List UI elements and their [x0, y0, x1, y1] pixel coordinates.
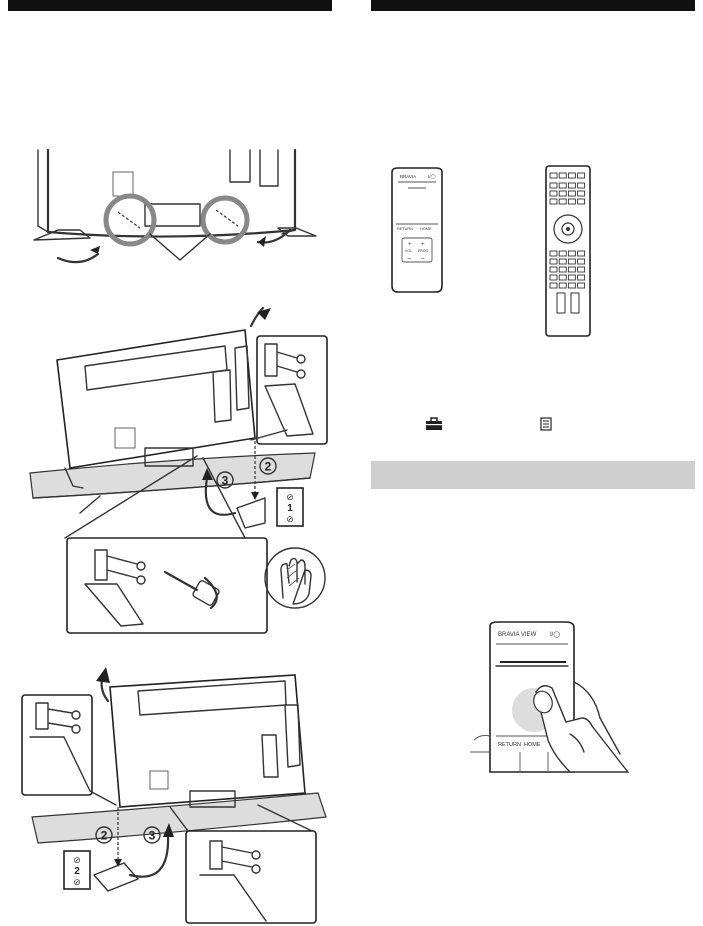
hand-remote-return: RETURN: [498, 742, 521, 748]
remote-button: [558, 172, 567, 179]
remote-button: [558, 190, 567, 197]
remote-button: [558, 258, 567, 265]
remote-button: [549, 250, 558, 257]
options-icon: [540, 417, 552, 431]
remote-button: [567, 282, 576, 289]
touch-remote-prog: PROG: [418, 249, 429, 253]
section-sub-bar: [371, 461, 695, 489]
remote-button: [567, 190, 576, 197]
remote-button: [549, 274, 558, 281]
plate2-mark-bottom: ⊘: [73, 877, 81, 887]
touch-remote-prog-plus: +: [421, 242, 425, 248]
remote-button: [558, 250, 567, 257]
attach-left-stand-illustration: 2 3 ⊘ 2 ⊘: [21, 667, 327, 924]
remote-button: [549, 182, 558, 189]
touch-remote-prog-minus: –: [421, 256, 425, 262]
plate-mark-top: ⊘: [286, 492, 294, 502]
plate-mark-bottom: ⊘: [286, 514, 294, 524]
remote-button: [577, 258, 586, 265]
remote-button: [567, 198, 576, 205]
right-header-bar: [371, 0, 695, 11]
tv-rear-feet-illustration: [33, 148, 317, 264]
remote-button: [577, 182, 586, 189]
remote-button: [567, 182, 576, 189]
remote-button: [577, 198, 586, 205]
remote-button: [567, 258, 576, 265]
remote-button: [558, 274, 567, 281]
touch-remote-vol-plus: +: [408, 242, 412, 248]
remote-button: [558, 266, 567, 273]
touch-remote-power: I/◯: [428, 174, 437, 180]
remote-button: [567, 274, 576, 281]
remote-button: [577, 266, 586, 273]
remote-button: [558, 282, 567, 289]
toolbox-icon: [426, 417, 442, 430]
remote-button: [549, 266, 558, 273]
remote-button: [549, 172, 558, 179]
touch-remote-return: RETURN: [397, 227, 413, 231]
attach-right-stand-illustration: 2 3 ⊘ 1 ⊘: [29, 306, 328, 634]
hand-remote-home: HOME: [524, 742, 541, 748]
hand-remote-brand: BRAVIA VIEW: [498, 632, 537, 638]
touch-remote-vol: VOL: [405, 249, 412, 253]
remote-button: [567, 266, 576, 273]
step-two-label: 2: [265, 460, 272, 474]
remote-button: [549, 198, 558, 205]
remote-button: [577, 274, 586, 281]
step-three-label: 3: [222, 474, 229, 488]
remote-button: [577, 172, 586, 179]
plate-number-1: 1: [287, 503, 293, 514]
remote-button: [549, 258, 558, 265]
touch-remote-home: HOME: [420, 227, 432, 231]
step-two-label-b: 2: [101, 829, 108, 843]
plate-number-2: 2: [74, 866, 80, 877]
remote-button: [567, 172, 576, 179]
plate2-mark-top: ⊘: [73, 855, 81, 865]
left-header-bar: [8, 0, 332, 11]
step-three-label-b: 3: [149, 829, 156, 843]
remote-button: [567, 250, 576, 257]
remote-button: [577, 282, 586, 289]
remote-button: [577, 250, 586, 257]
touchpad-remote-illustration: BRAVIA I/◯ RETURN HOME + + VOL PROG – –: [391, 167, 443, 293]
remote-button: [558, 182, 567, 189]
hand-remote-power: I/◯: [550, 631, 560, 638]
remote-button: [558, 198, 567, 205]
remote-button: [549, 282, 558, 289]
hand-touchpad-illustration: BRAVIA VIEW I/◯ RETURN HOME: [470, 621, 630, 773]
remote-button: [577, 190, 586, 197]
touch-remote-vol-minus: –: [408, 256, 412, 262]
standard-remote-illustration: [545, 165, 591, 337]
remote-button: [549, 190, 558, 197]
touch-remote-brand: BRAVIA: [400, 174, 416, 179]
